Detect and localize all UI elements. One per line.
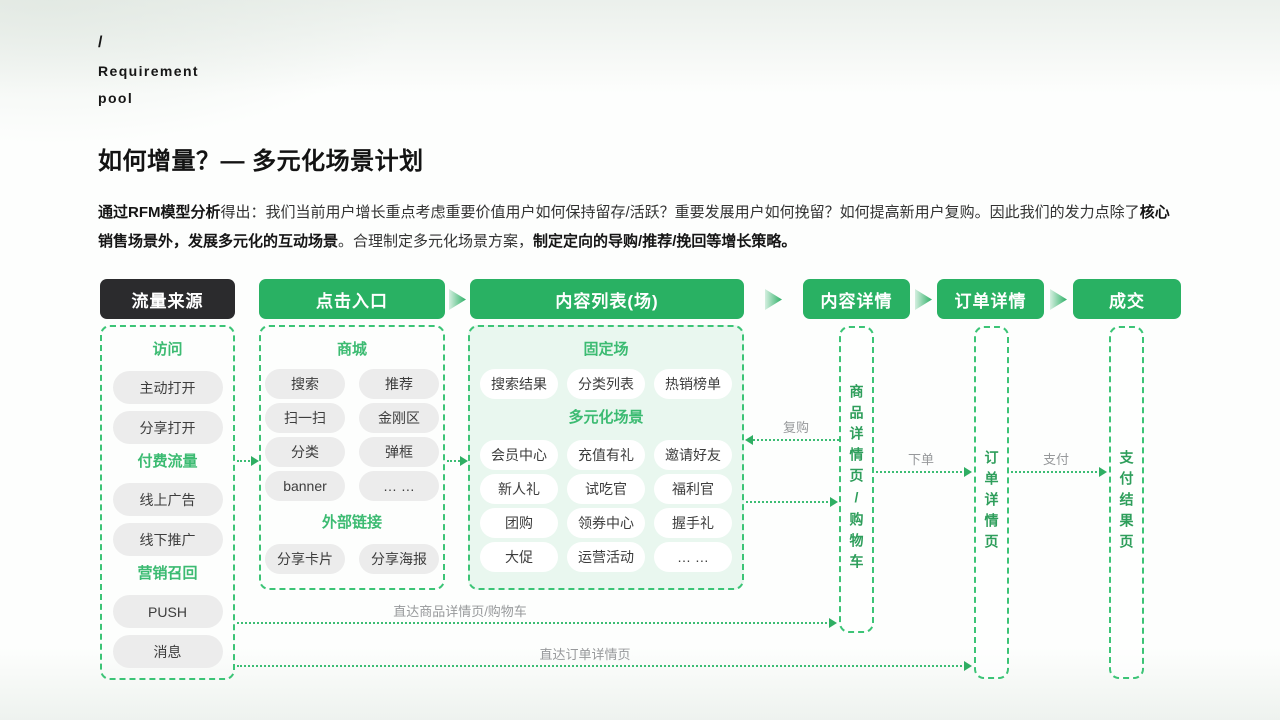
connector-col1-col2 bbox=[237, 460, 254, 462]
pay-result-page-label: 支付结果页 bbox=[1118, 450, 1135, 555]
connector-place-order bbox=[876, 471, 966, 473]
arrow-right-icon bbox=[829, 618, 837, 628]
intro-paragraph: 通过RFM模型分析得出：我们当前用户增长重点考虑重要价值用户如何保持留存/活跃？… bbox=[98, 198, 1184, 256]
intro-seg: 。合理制定多元化场景方案， bbox=[338, 233, 534, 250]
stage-traffic-source: 流量来源 bbox=[100, 279, 235, 319]
stage-content-detail: 内容详情 bbox=[803, 279, 910, 319]
node-offline-promo: 线下推广 bbox=[112, 523, 223, 556]
node-newcomer-gift: 新人礼 bbox=[480, 474, 558, 504]
node-share-card: 分享卡片 bbox=[265, 544, 345, 574]
node-share-poster: 分享海报 bbox=[359, 544, 439, 574]
connector-pay bbox=[1011, 471, 1101, 473]
arrow-right-icon bbox=[460, 456, 468, 466]
node-welfare: 福利官 bbox=[654, 474, 732, 504]
edge-label-repurchase: 复购 bbox=[782, 420, 809, 435]
connector-repurchase bbox=[753, 439, 839, 441]
node-open-active: 主动打开 bbox=[112, 371, 223, 404]
arrow-right-icon bbox=[1099, 467, 1107, 477]
node-member-center: 会员中心 bbox=[480, 440, 558, 470]
arrow-right-icon bbox=[830, 497, 838, 507]
node-coupon-center: 领券中心 bbox=[567, 508, 645, 538]
page-title: 如何增量？— 多元化场景计划 bbox=[98, 148, 424, 175]
group-label-fixed-scene: 固定场 bbox=[583, 341, 629, 358]
brand-line-2: pool bbox=[98, 90, 134, 107]
node-recommend: 推荐 bbox=[359, 369, 439, 399]
node-invite-friends: 邀请好友 bbox=[654, 440, 732, 470]
connector-col2-col3 bbox=[447, 460, 463, 462]
arrow-right-icon bbox=[251, 456, 259, 466]
intro-seg-bold: 核心销售场景外，发展多元化的互动场景 bbox=[98, 204, 1170, 250]
node-open-share: 分享打开 bbox=[112, 411, 223, 444]
connector-direct-product bbox=[237, 622, 831, 624]
node-group-buy: 团购 bbox=[480, 508, 558, 538]
node-popup: 弹框 bbox=[359, 437, 439, 467]
flow-arrow-icon bbox=[915, 289, 932, 310]
intro-seg-bold: 通过RFM模型分析 bbox=[98, 204, 221, 221]
flow-arrow-icon bbox=[449, 289, 466, 310]
flow-arrow-icon bbox=[1050, 289, 1067, 310]
stage-content-list: 内容列表(场) bbox=[470, 279, 744, 319]
connector-direct-order bbox=[237, 665, 966, 667]
connector-content-to-product bbox=[746, 501, 832, 503]
node-operation-event: 运营活动 bbox=[567, 542, 645, 572]
group-label-diverse-scene: 多元化场景 bbox=[568, 409, 644, 426]
stage-click-entry: 点击入口 bbox=[259, 279, 445, 319]
edge-label-place-order: 下单 bbox=[907, 452, 934, 467]
product-detail-cart-label: 商品详情页/购物车 bbox=[848, 384, 865, 575]
stage-order-detail: 订单详情 bbox=[937, 279, 1044, 319]
intro-seg: 得出：我们当前用户增长重点考虑重要价值用户如何保持留存/活跃？重要发展用户如何挽… bbox=[220, 204, 1140, 221]
node-search-result: 搜索结果 bbox=[480, 369, 558, 399]
node-taster: 试吃官 bbox=[567, 474, 645, 504]
node-message: 消息 bbox=[112, 635, 223, 668]
panel-traffic-source: 访问 主动打开 分享打开 付费流量 线上广告 线下推广 营销召回 PUSH 消息 bbox=[100, 325, 235, 680]
arrow-left-icon bbox=[745, 435, 753, 445]
node-category: 分类 bbox=[265, 437, 345, 467]
node-more: … … bbox=[359, 471, 439, 501]
arrow-right-icon bbox=[964, 661, 972, 671]
group-label-external-link: 外部链接 bbox=[321, 514, 382, 531]
node-banner: banner bbox=[265, 471, 345, 501]
node-category-list: 分类列表 bbox=[567, 369, 645, 399]
flow-arrow-icon bbox=[765, 289, 782, 310]
node-more: … … bbox=[654, 542, 732, 572]
intro-seg-bold: 制定定向的导购/推荐/挽回等增长策略。 bbox=[533, 233, 797, 250]
node-king-kong: 金刚区 bbox=[359, 403, 439, 433]
node-big-promo: 大促 bbox=[480, 542, 558, 572]
edge-label-direct-order: 直达订单详情页 bbox=[539, 647, 631, 662]
node-push: PUSH bbox=[112, 595, 223, 628]
edge-label-direct-product: 直达商品详情页/购物车 bbox=[393, 604, 527, 619]
brand: / Requirement pool bbox=[98, 34, 199, 113]
node-handshake-gift: 握手礼 bbox=[654, 508, 732, 538]
stage-deal: 成交 bbox=[1073, 279, 1181, 319]
node-recharge-gift: 充值有礼 bbox=[567, 440, 645, 470]
brand-line-1: Requirement bbox=[98, 63, 199, 79]
group-label-recall: 营销召回 bbox=[137, 565, 198, 582]
panel-order-detail-page: 订单详情页 bbox=[974, 326, 1009, 679]
order-detail-page-label: 订单详情页 bbox=[983, 450, 1000, 555]
panel-content-list: 固定场 搜索结果 分类列表 热销榜单 多元化场景 会员中心 充值有礼 邀请好友 … bbox=[468, 325, 744, 590]
group-label-paid: 付费流量 bbox=[137, 453, 198, 470]
node-search: 搜索 bbox=[265, 369, 345, 399]
node-hot-ranking: 热销榜单 bbox=[654, 369, 732, 399]
brand-slash: / bbox=[98, 34, 103, 51]
edge-label-pay: 支付 bbox=[1042, 452, 1069, 467]
group-label-visit: 访问 bbox=[152, 341, 183, 358]
panel-click-entry: 商城 搜索 推荐 扫一扫 金刚区 分类 弹框 banner … … 外部链接 分… bbox=[259, 325, 445, 590]
arrow-right-icon bbox=[964, 467, 972, 477]
node-scan: 扫一扫 bbox=[265, 403, 345, 433]
panel-product-detail-cart: 商品详情页/购物车 bbox=[839, 326, 874, 633]
panel-pay-result-page: 支付结果页 bbox=[1109, 326, 1144, 679]
group-label-mall: 商城 bbox=[336, 341, 367, 358]
node-online-ads: 线上广告 bbox=[112, 483, 223, 516]
